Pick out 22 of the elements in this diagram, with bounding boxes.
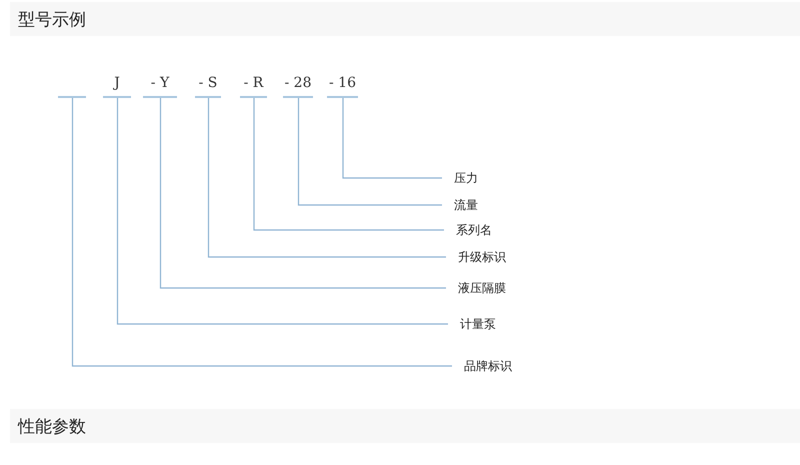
code-description: 计量泵 <box>460 316 496 332</box>
code-description: 流量 <box>454 197 478 213</box>
model-code-segment: - Y <box>143 72 177 98</box>
leader-line <box>298 98 442 206</box>
model-code-segment: - R <box>240 72 267 98</box>
code-description: 升级标识 <box>458 249 506 265</box>
section-header-bar: 型号示例 <box>10 2 800 36</box>
leader-line <box>208 98 446 258</box>
code-description: 压力 <box>454 170 478 186</box>
code-description: 液压隔膜 <box>458 280 506 296</box>
model-code-segment: - 16 <box>327 72 358 98</box>
leader-line <box>342 98 442 179</box>
leader-line <box>116 98 448 325</box>
section-header-bar: 性能参数 <box>10 409 800 443</box>
model-code-segment: J <box>103 72 131 98</box>
model-code-segment: - 28 <box>283 72 313 98</box>
leader-line <box>72 98 452 367</box>
model-code-segment: - S <box>195 72 221 98</box>
code-description: 品牌标识 <box>464 358 512 374</box>
leader-line <box>160 98 446 289</box>
leader-line <box>253 98 444 231</box>
code-description: 系列名 <box>456 222 492 238</box>
